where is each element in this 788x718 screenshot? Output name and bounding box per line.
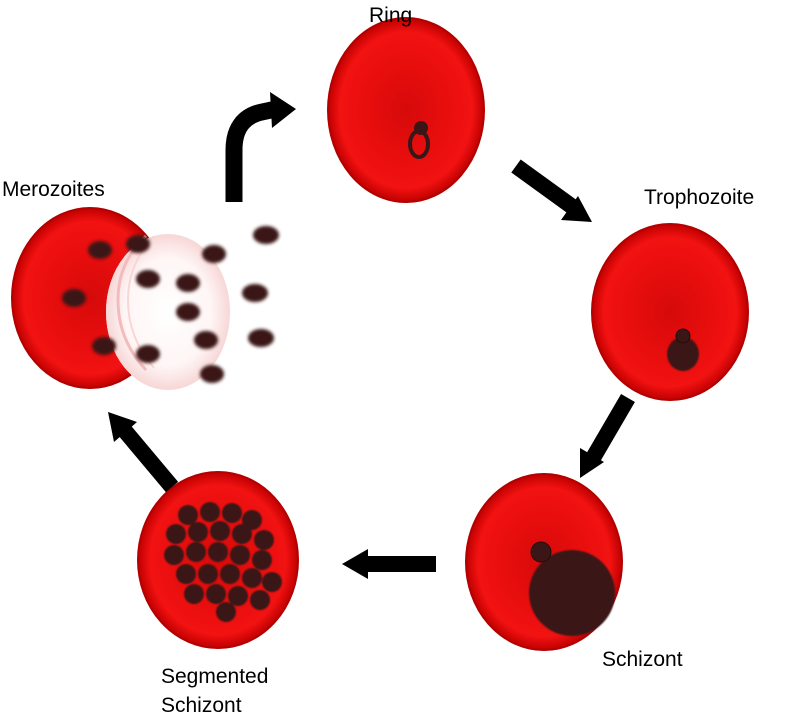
- merozoites-stage: [11, 207, 279, 390]
- schizont-parasite-mass: [529, 550, 615, 636]
- trophozoite-parasite: [667, 337, 699, 371]
- arrow-segmented-to-merozoites: [108, 412, 179, 493]
- label-schizont: Schizont: [602, 648, 683, 671]
- schizont-parasite-nucleus: [530, 541, 552, 563]
- label-ring: Ring: [369, 4, 412, 27]
- trophozoite-stage: [591, 223, 749, 401]
- schizont-stage: [465, 473, 623, 651]
- ruptured-red-blood-cell: [11, 207, 230, 390]
- arrow-schizont-to-segmented: [342, 549, 436, 579]
- arrow-merozoites-to-ring: [225, 92, 296, 202]
- cycle-arrows: [108, 92, 635, 579]
- trophozoite-red-blood-cell: [591, 223, 749, 401]
- arrow-ring-to-trophozoite: [511, 159, 592, 222]
- released-merozoites: [136, 226, 279, 383]
- merozoites-inside-cell: [62, 235, 150, 355]
- label-segmented-schizont: Schizont: [161, 694, 242, 717]
- ring-stage: [327, 17, 485, 203]
- label-segmented: Segmented: [161, 665, 268, 688]
- ring-red-blood-cell: [327, 17, 485, 203]
- label-merozoites: Merozoites: [2, 178, 105, 201]
- trophozoite-parasite-nucleus: [675, 328, 691, 344]
- segmented-schizont-stage: [137, 471, 299, 649]
- segmented-schizont-merozoite-cluster: [164, 502, 282, 622]
- arrow-trophozoite-to-schizont: [580, 393, 635, 478]
- label-trophozoite: Trophozoite: [644, 186, 754, 209]
- ring-parasite-nucleus: [414, 121, 428, 135]
